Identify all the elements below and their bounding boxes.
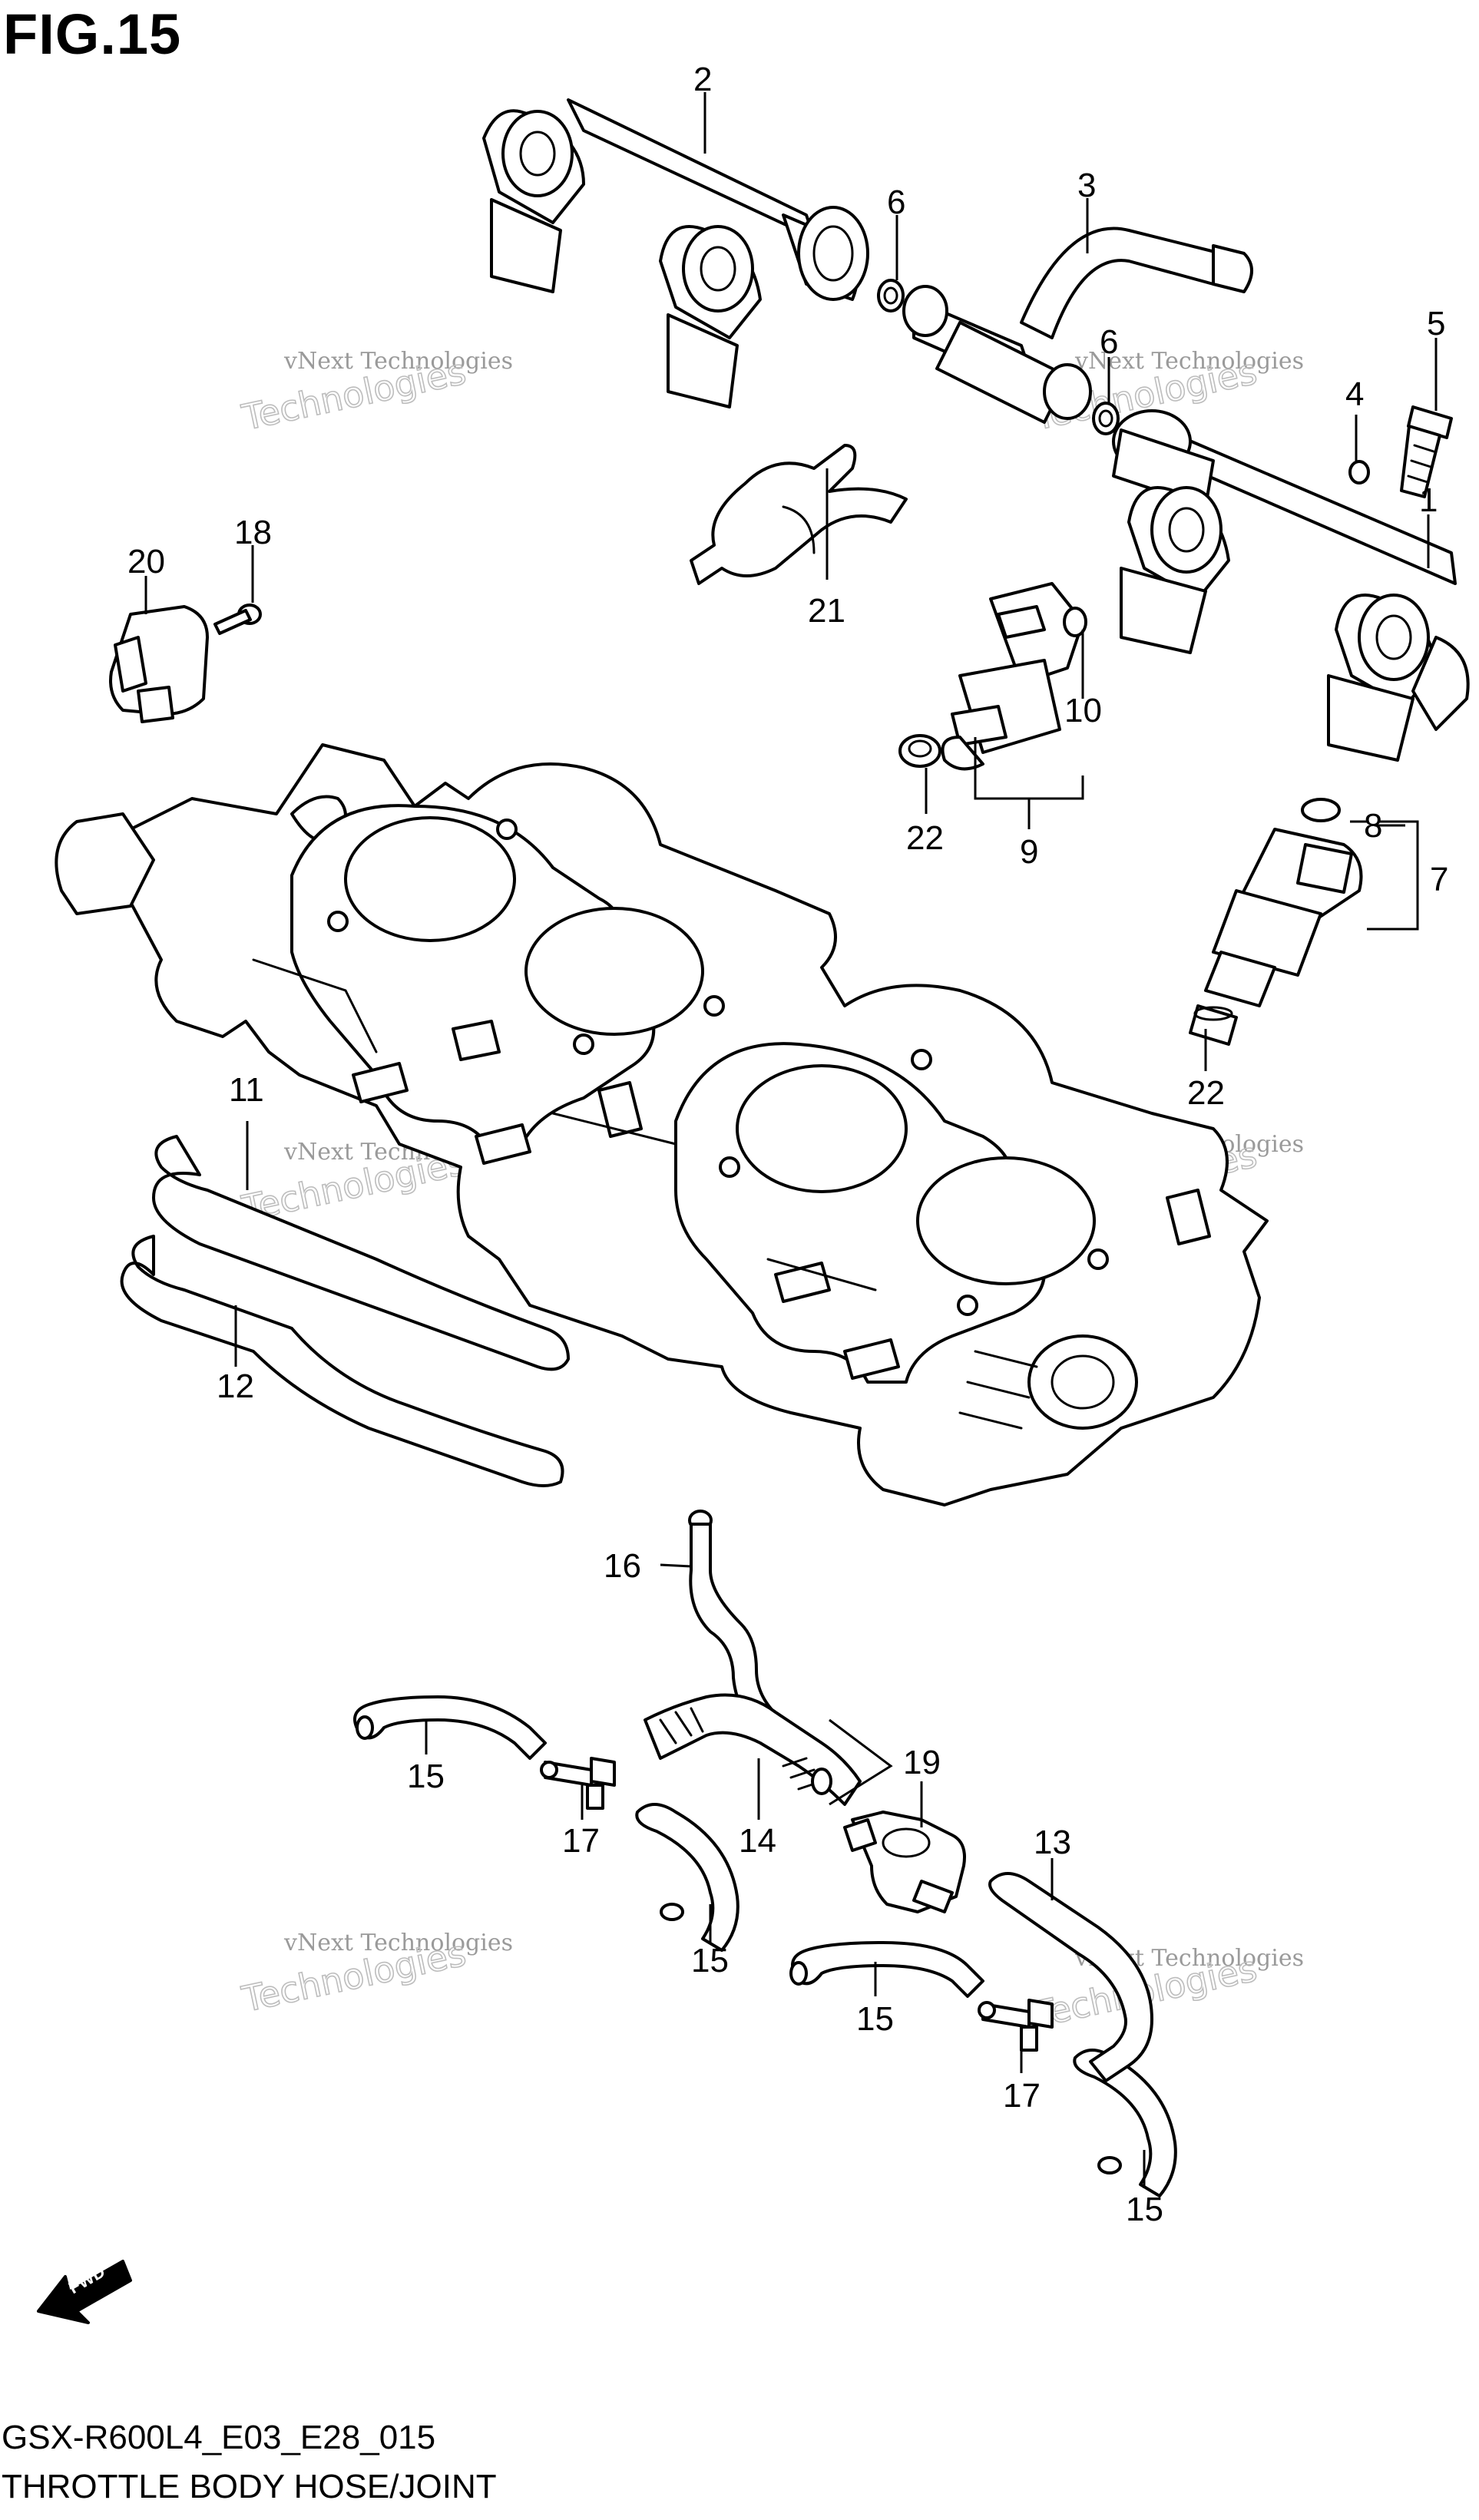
joint-17-a [540,1757,616,1810]
callout-22: 22 [906,819,944,857]
joint-17-b [978,1999,1054,2052]
figure-title: FIG.15 [3,2,182,66]
hose-15-b [635,1803,740,1952]
callout-10: 10 [1064,692,1102,729]
callout-18: 18 [234,514,272,551]
watermark-text: vNext Technologies [283,348,513,375]
callout-4: 4 [1345,375,1364,413]
leader-lines [144,92,1438,2188]
callout-5: 5 [1427,305,1445,342]
hose-15-d [1073,2049,1177,2198]
watermark-text: vNext Technologies [1074,348,1304,375]
fuel-rail-lower [1112,409,1470,762]
callout-15: 15 [856,2000,894,2038]
hose-15-a [353,1695,547,1760]
hose-14 [644,1693,862,1806]
cushion-22-upper [898,734,941,768]
hose-11 [152,1135,570,1371]
callout-15: 15 [691,1942,729,1979]
fuel-hose-3 [902,227,1253,424]
injector-9 [941,582,1087,771]
callout-7: 7 [1430,861,1448,898]
callout-12: 12 [217,1367,254,1405]
callout-19: 19 [903,1744,941,1781]
screw-18 [213,604,262,635]
fuel-rail-upper [482,98,869,408]
callout-3: 3 [1077,167,1096,204]
callout-6: 6 [887,184,905,221]
cushion-22-lower [1189,1004,1238,1046]
fwd-arrow-icon: FWD [37,2260,132,2324]
o-rings [877,279,1370,484]
sensor-20 [109,605,209,723]
watermark-text: vNext Technologies [283,1930,513,1956]
callout-6: 6 [1100,323,1118,361]
callout-20: 20 [127,543,165,580]
callout-numbers: 2 6 3 6 5 4 1 21 18 20 10 9 22 8 7 22 11… [127,61,1448,2228]
callout-15: 15 [407,1758,445,1795]
callout-17: 17 [1003,2077,1041,2115]
diagram-caption: THROTTLE BODY HOSE/JOINT [2,2468,497,2505]
model-code: GSX-R600L4_E03_E28_015 [2,2419,436,2456]
callout-9: 9 [1020,833,1038,871]
callout-14: 14 [739,1822,776,1860]
hose-13 [988,1872,1153,2082]
callout-17: 17 [562,1822,600,1860]
callout-21: 21 [808,592,845,630]
throttle-body [55,743,1269,1506]
hose-12 [120,1235,564,1487]
callout-16: 16 [604,1547,641,1585]
joint-19 [843,1811,966,1913]
callout-11: 11 [229,1071,264,1109]
callout-15: 15 [1126,2191,1163,2228]
injector-7 [1204,798,1363,1007]
callout-13: 13 [1034,1824,1071,1861]
callout-8: 8 [1364,807,1382,845]
callout-22: 22 [1187,1074,1225,1112]
clamp-21 [690,444,908,585]
callout-2: 2 [693,61,712,98]
callout-1: 1 [1419,481,1438,519]
bolt-5 [1400,405,1453,498]
hose-15-c [789,1941,984,1998]
